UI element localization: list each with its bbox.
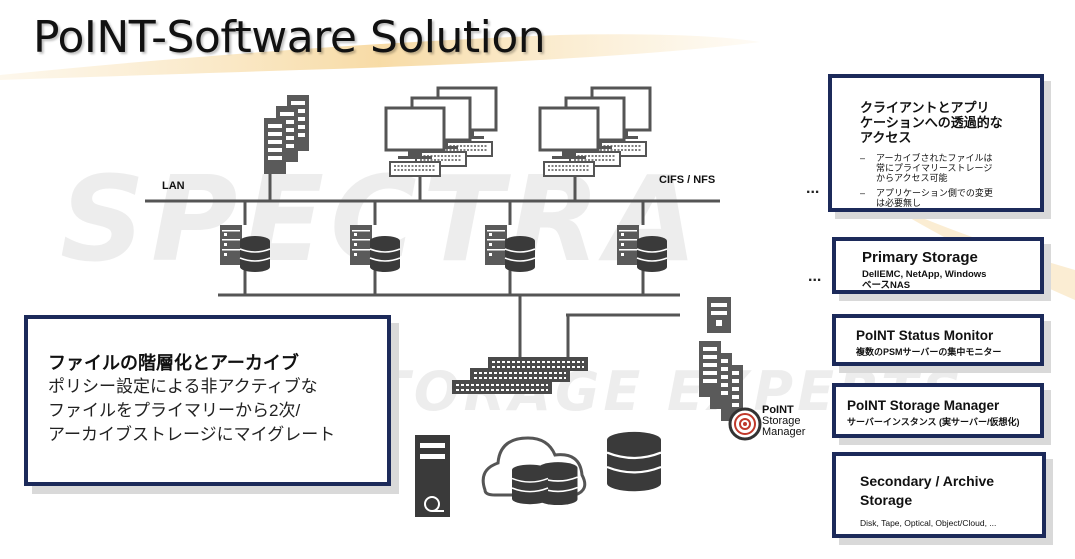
access-bullet-2: アプリケーション側での変更 は必要無し — [860, 188, 1024, 208]
access-bullet-1: アーカイブされたファイルは 常にプライマリーストレージ からアクセス可能 — [860, 153, 1024, 183]
network-switch-icon — [451, 356, 589, 395]
logo-line-3: Manager — [762, 426, 806, 438]
primary-line-1: DellEMC, NetApp, Windows — [862, 269, 987, 280]
tower-server-icon — [415, 435, 450, 517]
cifs-nfs-label: CIFS / NFS — [659, 174, 716, 186]
nas-storage-2-icon — [349, 224, 401, 273]
logo-line-1: PoINT — [762, 404, 794, 416]
secondary-archive-box: Secondary / Archive Storage Disk, Tape, … — [832, 452, 1046, 538]
primary-line-2: ベースNAS — [862, 280, 911, 291]
primary-storage-box: Primary Storage DellEMC, NetApp, Windows… — [832, 237, 1044, 294]
title-swoosh — [0, 34, 760, 80]
status-monitor-box: PoINT Status Monitor 複数のPSMサーバーの集中モニター — [832, 314, 1044, 366]
tiering-line-3: アーカイブストレージにマイグレート — [48, 425, 336, 444]
tiering-heading: ファイルの階層化とアーカイブ — [48, 353, 299, 373]
client-pc-group-2-icon — [538, 86, 652, 178]
bullet-1-line-2: 常にプライマリーストレージ — [876, 163, 993, 173]
access-heading-2: ケーションへの透過的な — [860, 115, 1003, 130]
archive-database-icon — [605, 430, 663, 493]
transparent-access-box: クライアントとアプリ ケーションへの透過的な アクセス アーカイブされたファイル… — [828, 74, 1044, 212]
status-sub: 複数のPSMサーバーの集中モニター — [856, 347, 1002, 357]
ellipsis-1: ... — [806, 180, 820, 197]
access-heading-1: クライアントとアプリ — [860, 100, 990, 115]
cloud-db-2-icon — [511, 463, 549, 505]
lan-network-lines — [145, 165, 720, 365]
tiering-line-2: ファイルをプライマリーから2次/ — [48, 401, 301, 420]
slide-title: PoINT-Software Solution — [33, 12, 546, 63]
point-storage-manager-logo: PoINT Storage Manager — [762, 405, 805, 438]
access-heading-3: アクセス — [860, 130, 912, 145]
storage-manager-servers-icon — [699, 341, 743, 421]
access-bullets: アーカイブされたファイルは 常にプライマリーストレージ からアクセス可能 アプリ… — [860, 153, 1024, 208]
secondary-sub: Disk, Tape, Optical, Object/Cloud, ... — [860, 518, 997, 528]
manager-heading: PoINT Storage Manager — [847, 398, 1000, 413]
bullet-2-line-2: は必要無し — [876, 198, 922, 208]
bullet-1-line-1: アーカイブされたファイルは — [876, 153, 993, 163]
bullet-1-line-3: からアクセス可能 — [876, 173, 948, 183]
ellipsis-2: ... — [808, 268, 822, 285]
nas-storage-4-icon — [616, 224, 668, 273]
status-monitor-server-icon — [707, 297, 731, 333]
nas-storage-1-icon — [219, 224, 271, 273]
secondary-heading-1: Secondary / Archive — [860, 473, 995, 489]
secondary-heading-2: Storage — [860, 492, 913, 508]
point-logo-target-icon — [728, 407, 762, 441]
tiering-line-1: ポリシー設定による非アクティブな — [48, 377, 318, 396]
nas-storage-3-icon — [484, 224, 536, 273]
client-pc-group-1-icon — [384, 86, 498, 178]
tiering-archive-box: ファイルの階層化とアーカイブ ポリシー設定による非アクティブな ファイルをプライ… — [24, 315, 391, 486]
bullet-2-line-1: アプリケーション側での変更 — [876, 188, 993, 198]
manager-sub: サーバーインスタンス (実サーバー/仮想化) — [847, 417, 1020, 427]
server-rack-icon — [264, 95, 309, 174]
status-heading: PoINT Status Monitor — [856, 328, 994, 343]
lan-label: LAN — [162, 180, 185, 192]
primary-heading: Primary Storage — [862, 249, 978, 266]
storage-manager-box: PoINT Storage Manager サーバーインスタンス (実サーバー/… — [832, 383, 1044, 438]
logo-line-2: Storage — [762, 415, 801, 427]
